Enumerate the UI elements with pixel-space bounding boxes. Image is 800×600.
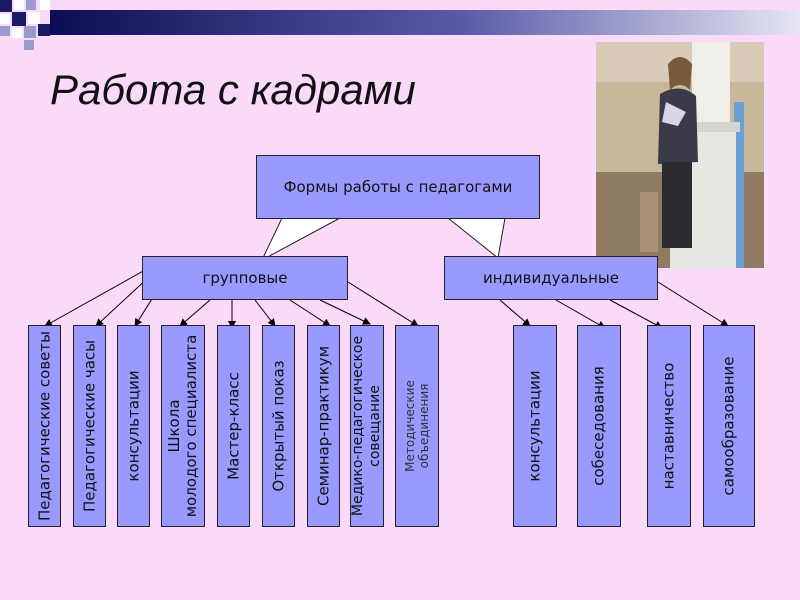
group-item-4: Школа молодого специалиста (161, 325, 205, 527)
individual-item-3: наставничество (647, 325, 691, 527)
group-item-1: Педагогические советы (28, 325, 61, 527)
group-item-1-label: Педагогические советы (35, 331, 53, 521)
individual-item-4: самообразование (703, 325, 755, 527)
individual-item-4-label: самообразование (719, 356, 738, 496)
individual-branch-label: индивидуальные (482, 269, 619, 287)
group-branch-node: групповые (142, 256, 348, 300)
slide-title: Работа с кадрами (50, 66, 416, 113)
group-item-2: Педагогические часы (73, 325, 106, 527)
group-item-4-label: Школа молодого специалиста (165, 334, 200, 518)
group-item-5-label: Мастер-класс (224, 372, 242, 480)
group-item-3: консультации (117, 325, 150, 527)
group-item-7-label: Семинар-практикум (314, 345, 332, 507)
group-item-7: Семинар-практикум (307, 325, 340, 527)
group-item-6: Открытый показ (262, 325, 295, 527)
root-node: Формы работы с педагогами (256, 155, 540, 219)
individual-item-2-label: собеседования (589, 366, 608, 486)
individual-branch-node: индивидуальные (444, 256, 658, 300)
group-item-5: Мастер-класс (217, 325, 250, 527)
group-item-8-label: Медико-педагогическое совещание (350, 335, 383, 517)
individual-item-3-label: наставничество (659, 362, 678, 490)
group-item-9: Методические объединения (395, 325, 439, 527)
individual-item-1-label: консультации (525, 370, 544, 482)
individual-item-2: собеседования (577, 325, 621, 527)
group-item-6-label: Открытый показ (269, 360, 287, 492)
root-label: Формы работы с педагогами (283, 178, 513, 196)
group-item-8: Медико-педагогическое совещание (350, 325, 384, 527)
top-decorative-bar (0, 0, 800, 50)
group-branch-label: групповые (202, 269, 288, 287)
individual-item-1: консультации (513, 325, 557, 527)
group-item-2-label: Педагогические часы (80, 339, 98, 513)
presenter-photo (596, 42, 764, 268)
group-item-3-label: консультации (124, 370, 142, 482)
group-item-9-label: Методические объединения (403, 380, 431, 472)
